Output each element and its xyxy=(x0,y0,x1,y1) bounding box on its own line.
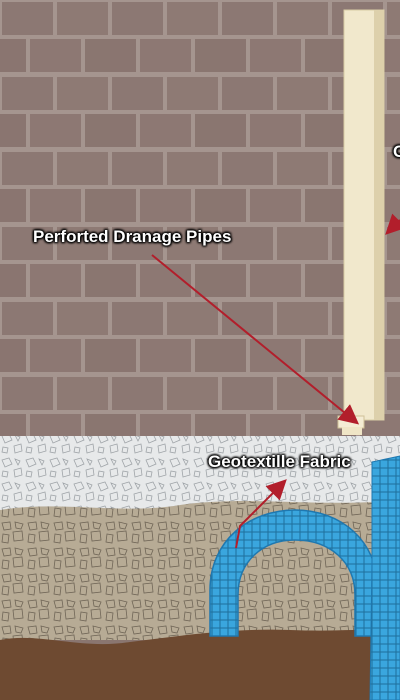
downspout-shade xyxy=(374,10,384,420)
downspout-connector-base xyxy=(342,427,362,435)
pipes-pointer-arrow xyxy=(151,254,360,425)
edge-pointer-arrow xyxy=(385,213,400,235)
geotextile-fabric-vertical xyxy=(369,455,400,700)
geotextile-fabric-label: Geotextille Fabric xyxy=(208,452,351,471)
white-gravel-layer xyxy=(0,436,400,516)
fabric-pointer-arrow xyxy=(235,479,287,549)
edge-fragment-label: C xyxy=(393,142,400,161)
perforated-pipes-label: Perforted Dranage Pipes xyxy=(33,227,232,246)
brick-wall xyxy=(0,0,400,440)
soil-layer xyxy=(0,629,400,700)
